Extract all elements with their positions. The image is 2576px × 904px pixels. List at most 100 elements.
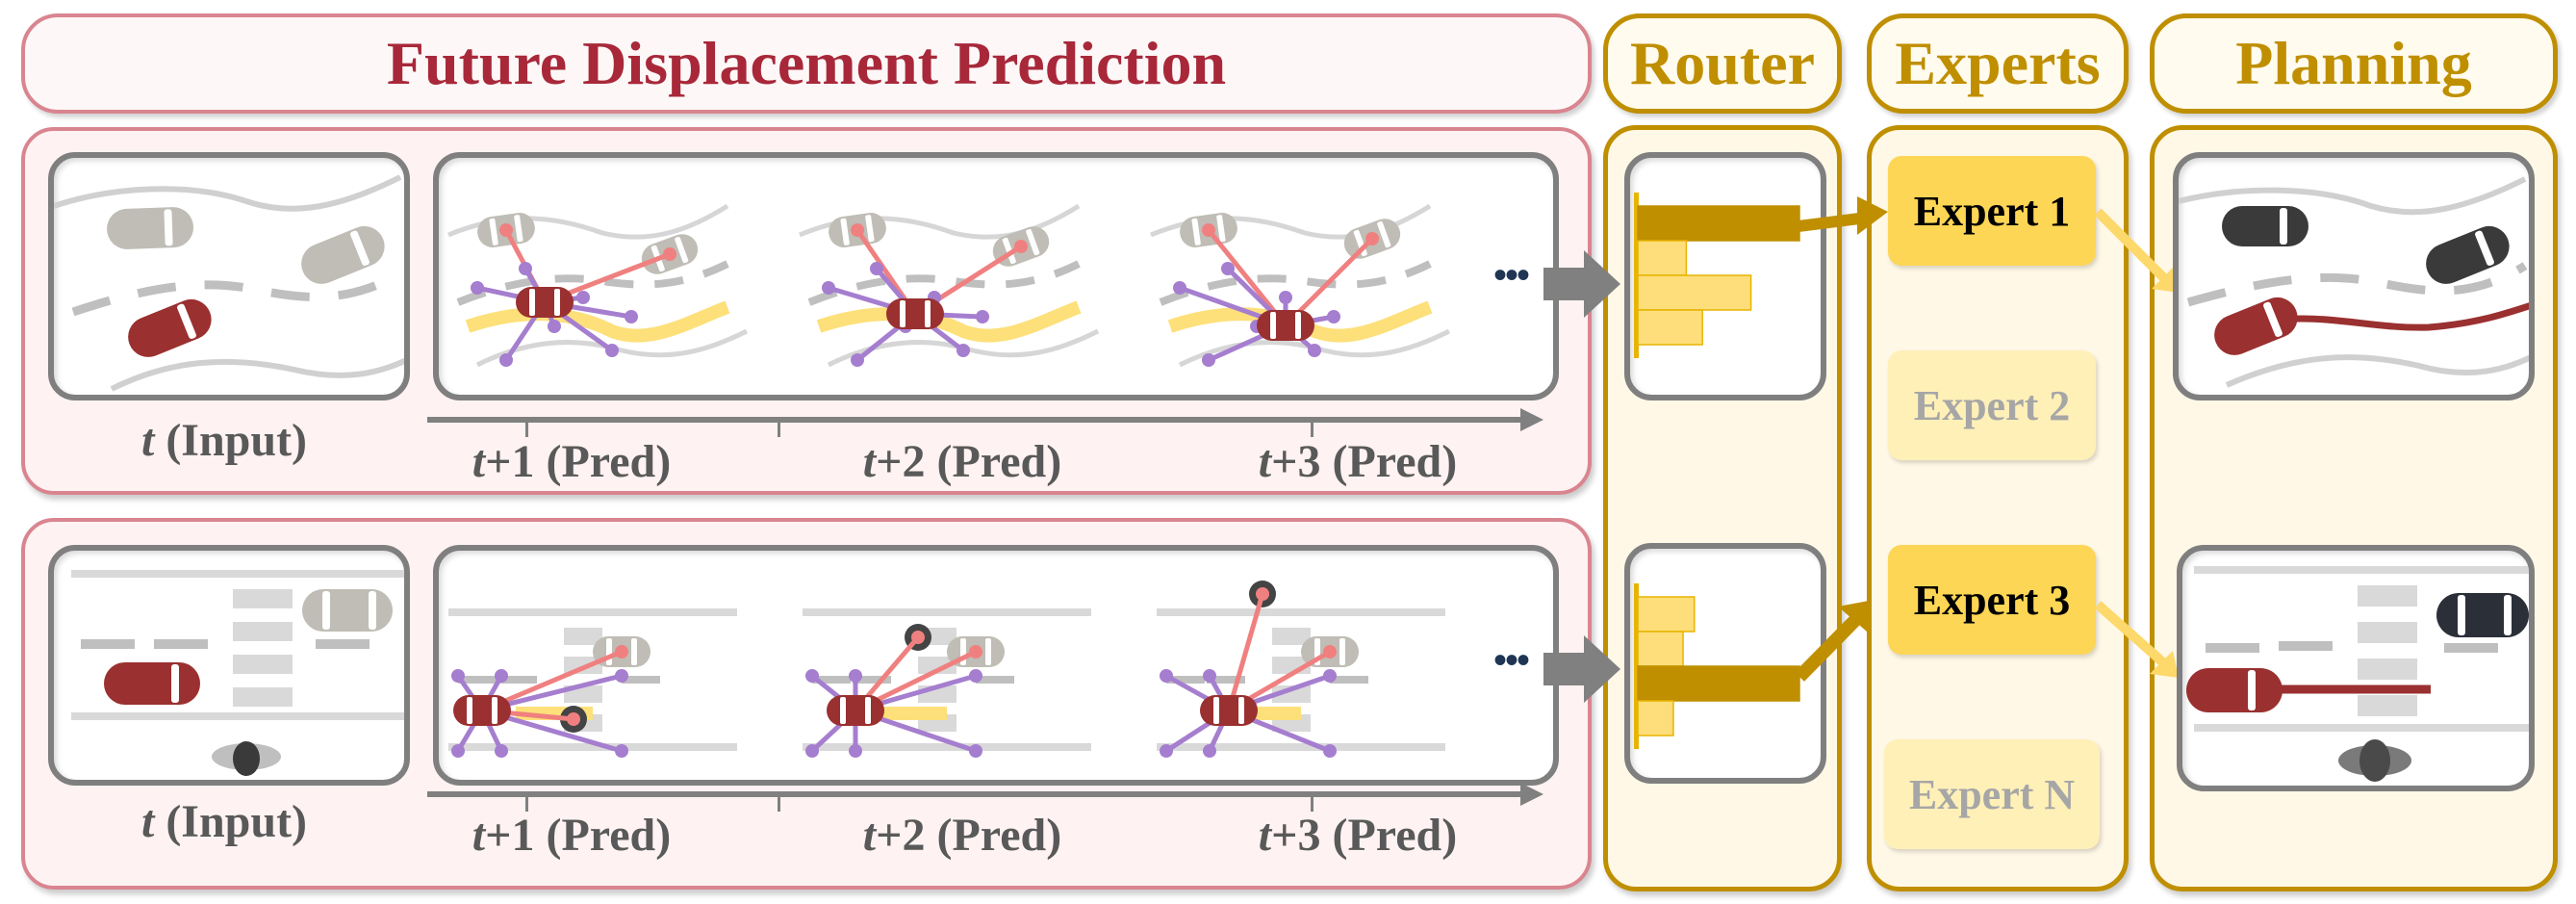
plan-arrowhead-icon	[2152, 266, 2179, 293]
crosswalk-stripe	[2358, 659, 2417, 680]
map-interaction-edge-node	[576, 291, 590, 304]
map-interaction-edge-node	[615, 669, 628, 683]
other-vehicle-icon	[302, 589, 393, 632]
expert-2-box: Expert 2	[1888, 350, 2096, 460]
input-time-label: t (Input)	[140, 796, 308, 847]
lane-divider	[853, 676, 891, 684]
timeline-tick	[778, 422, 780, 437]
timeline-axis	[427, 791, 1524, 797]
timeline-tick	[778, 796, 780, 812]
prediction-graph-row-1	[447, 203, 1451, 368]
timeline-arrowhead-icon	[1520, 783, 1543, 806]
map-interaction-edge-node	[471, 281, 484, 295]
future-path	[816, 300, 1082, 343]
timeline-arrowhead-icon	[1520, 408, 1543, 431]
lane-divider	[71, 270, 403, 317]
map-interaction-edge-node	[1308, 344, 1321, 357]
future-path	[870, 707, 947, 720]
map-interaction-edge-node	[1279, 291, 1292, 304]
pedestrian-icon	[2338, 739, 2411, 782]
header-planning: Planning	[2150, 13, 2558, 114]
other-vehicle-icon	[107, 207, 194, 249]
timeline-axis	[427, 417, 1524, 423]
crosswalk-scene	[71, 570, 404, 776]
pred-time-label: t+3 (Pred)	[1258, 436, 1458, 487]
planned-other-vehicle-icon	[2436, 593, 2529, 637]
map-interaction-edge-node	[451, 669, 465, 683]
route-arrow-1	[1774, 212, 1868, 235]
flow-arrow-icon	[1543, 635, 1620, 703]
road-edge	[448, 743, 737, 751]
agent-interaction-edge-node	[969, 645, 982, 659]
road-edge	[71, 570, 404, 578]
road-edge	[110, 357, 404, 392]
route-arrowhead-icon	[1838, 601, 1869, 632]
router-axis	[1634, 583, 1639, 749]
timeline-tick	[1311, 422, 1314, 437]
planned-trajectory	[2264, 302, 2529, 331]
map-interaction-edge-node	[805, 744, 819, 758]
lane-divider	[622, 676, 660, 684]
agent-interaction-edge-node	[851, 223, 864, 237]
lane-divider	[1207, 676, 1245, 684]
agent-interaction-edge-node	[567, 712, 580, 726]
future-path	[465, 300, 730, 343]
lane-divider	[154, 639, 208, 649]
router-weights-chart	[1634, 583, 1800, 749]
expert-label: Expert 2	[1913, 381, 2071, 429]
prediction-snapshot	[1157, 581, 1445, 758]
map-interaction-edge-node	[969, 744, 982, 758]
timeline-tick	[1311, 796, 1314, 812]
map-interaction-edge-node	[849, 744, 862, 758]
pedestrian-icon	[212, 741, 281, 776]
road-edge	[1157, 743, 1445, 751]
timeline-tick	[525, 422, 528, 437]
road-edge	[2194, 724, 2529, 732]
plan-arrow-1	[2094, 208, 2169, 283]
map-interaction-edge-node	[956, 344, 970, 357]
future-path	[1167, 300, 1433, 343]
planned-trajectory-scene	[2186, 566, 2529, 782]
lane-divider	[498, 676, 537, 684]
router-histogram-row-2	[1624, 543, 1826, 784]
road-edge	[2194, 566, 2529, 574]
map-interaction-edge-node	[499, 353, 513, 367]
prediction-graph-row-2	[448, 581, 1445, 758]
road-edge	[1178, 328, 1451, 368]
router-bar	[1637, 240, 1688, 276]
map-interaction-edge-node	[605, 344, 619, 357]
lane-divider	[458, 676, 497, 684]
crosswalk-stripe	[918, 657, 956, 674]
ego-vehicle-icon	[128, 298, 212, 357]
lane-divider	[2206, 643, 2259, 653]
input-time-label: t (Input)	[140, 415, 308, 466]
lane-divider	[2444, 643, 2498, 653]
lane-divider	[316, 639, 370, 649]
map-interaction-edge-node	[1221, 262, 1235, 275]
crosswalk-stripe	[233, 622, 293, 641]
map-interaction-edge-node	[1203, 669, 1216, 683]
map-interaction-edge-node	[625, 310, 638, 323]
crosswalk-stripe	[564, 628, 602, 645]
plan-arrow-3	[2094, 601, 2169, 668]
ellipsis-icon: •••	[1493, 638, 1530, 682]
ego-vehicle-icon	[1257, 310, 1314, 341]
road-edge	[71, 712, 404, 720]
expert-label: Expert 1	[1913, 187, 2071, 235]
crosswalk-stripe	[233, 687, 293, 707]
agent-interaction-edge-node	[911, 631, 925, 644]
crosswalk-stripe	[233, 589, 293, 608]
header-title: Experts	[1895, 29, 2101, 97]
map-interaction-edge-node	[548, 320, 561, 333]
planned-other-vehicle-icon	[2222, 206, 2308, 246]
road-edge	[2179, 176, 2527, 216]
curved-road-scene	[54, 174, 404, 392]
route-arrowhead-icon	[1857, 196, 1888, 235]
map-interaction-edge-node	[1202, 353, 1215, 367]
expert-3-box: Expert 3	[1888, 545, 2096, 655]
map-interaction-edge-node	[976, 310, 989, 323]
prediction-snapshot	[1150, 203, 1451, 368]
map-interaction-edge-node	[1160, 744, 1173, 758]
agent-interaction-edge-node	[615, 645, 628, 659]
